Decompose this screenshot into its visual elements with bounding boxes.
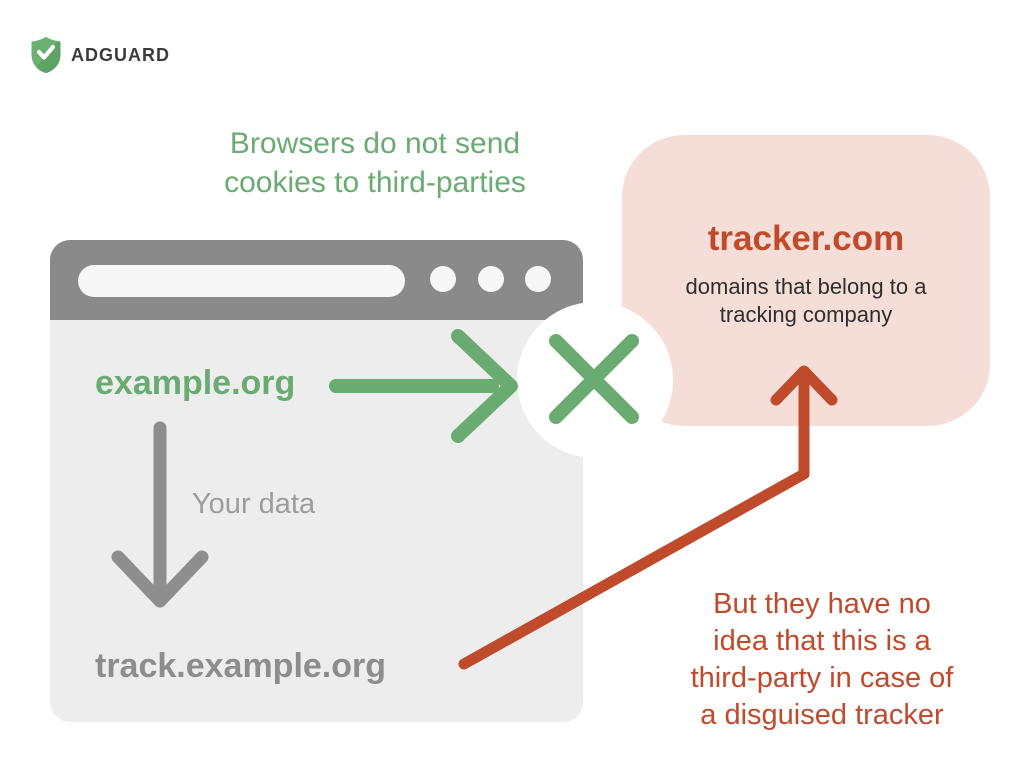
block-circle bbox=[517, 302, 673, 458]
tracker-bubble: tracker.com domains that belong to a tra… bbox=[622, 135, 990, 426]
disguised-tracker-note: But they have no idea that this is a thi… bbox=[690, 588, 954, 731]
window-dot-icon bbox=[430, 266, 456, 292]
adguard-logo: ADGUARD bbox=[30, 36, 170, 74]
browser-header bbox=[50, 240, 583, 320]
tracker-domain-label: tracker.com bbox=[707, 219, 905, 258]
window-dot-icon bbox=[525, 266, 551, 292]
tracker-description: domains that belong to a tracking compan… bbox=[685, 274, 927, 327]
site-label: example.org bbox=[95, 364, 296, 402]
shield-check-icon bbox=[31, 36, 61, 74]
window-dot-icon bbox=[478, 266, 504, 292]
brand-name: ADGUARD bbox=[71, 44, 170, 65]
heading-text: Browsers do not send cookies to third-pa… bbox=[224, 127, 526, 199]
subdomain-label: track.example.org bbox=[95, 647, 387, 685]
address-bar bbox=[78, 265, 405, 297]
data-flow-label: Your data bbox=[192, 488, 316, 520]
